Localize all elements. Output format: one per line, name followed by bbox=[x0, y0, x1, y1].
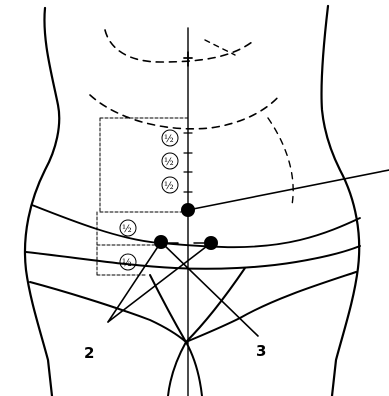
callout-label-3: 3 bbox=[256, 342, 266, 360]
measure-mark-upper-3: ½ bbox=[164, 181, 174, 192]
pelvic-crest-line bbox=[32, 205, 360, 247]
left-leg-opening bbox=[30, 282, 186, 342]
right-inguinal-line bbox=[186, 268, 245, 342]
left-thigh-inner bbox=[168, 342, 186, 396]
right-leg-opening bbox=[186, 272, 356, 342]
chest-contour bbox=[105, 30, 252, 62]
measure-mark-lower-1: ½ bbox=[122, 224, 132, 235]
measure-mark-upper-1: ½ bbox=[164, 134, 174, 145]
callout-label-2: 2 bbox=[84, 344, 94, 362]
measure-mark-lower-2: ½ bbox=[122, 258, 132, 269]
right-body-outline bbox=[321, 6, 359, 396]
leader-line-center bbox=[188, 170, 389, 210]
lower-rib-contour bbox=[90, 95, 280, 129]
measure-mark-upper-2: ½ bbox=[164, 157, 174, 168]
left-body-outline bbox=[25, 8, 59, 396]
upper-dash bbox=[205, 40, 235, 55]
